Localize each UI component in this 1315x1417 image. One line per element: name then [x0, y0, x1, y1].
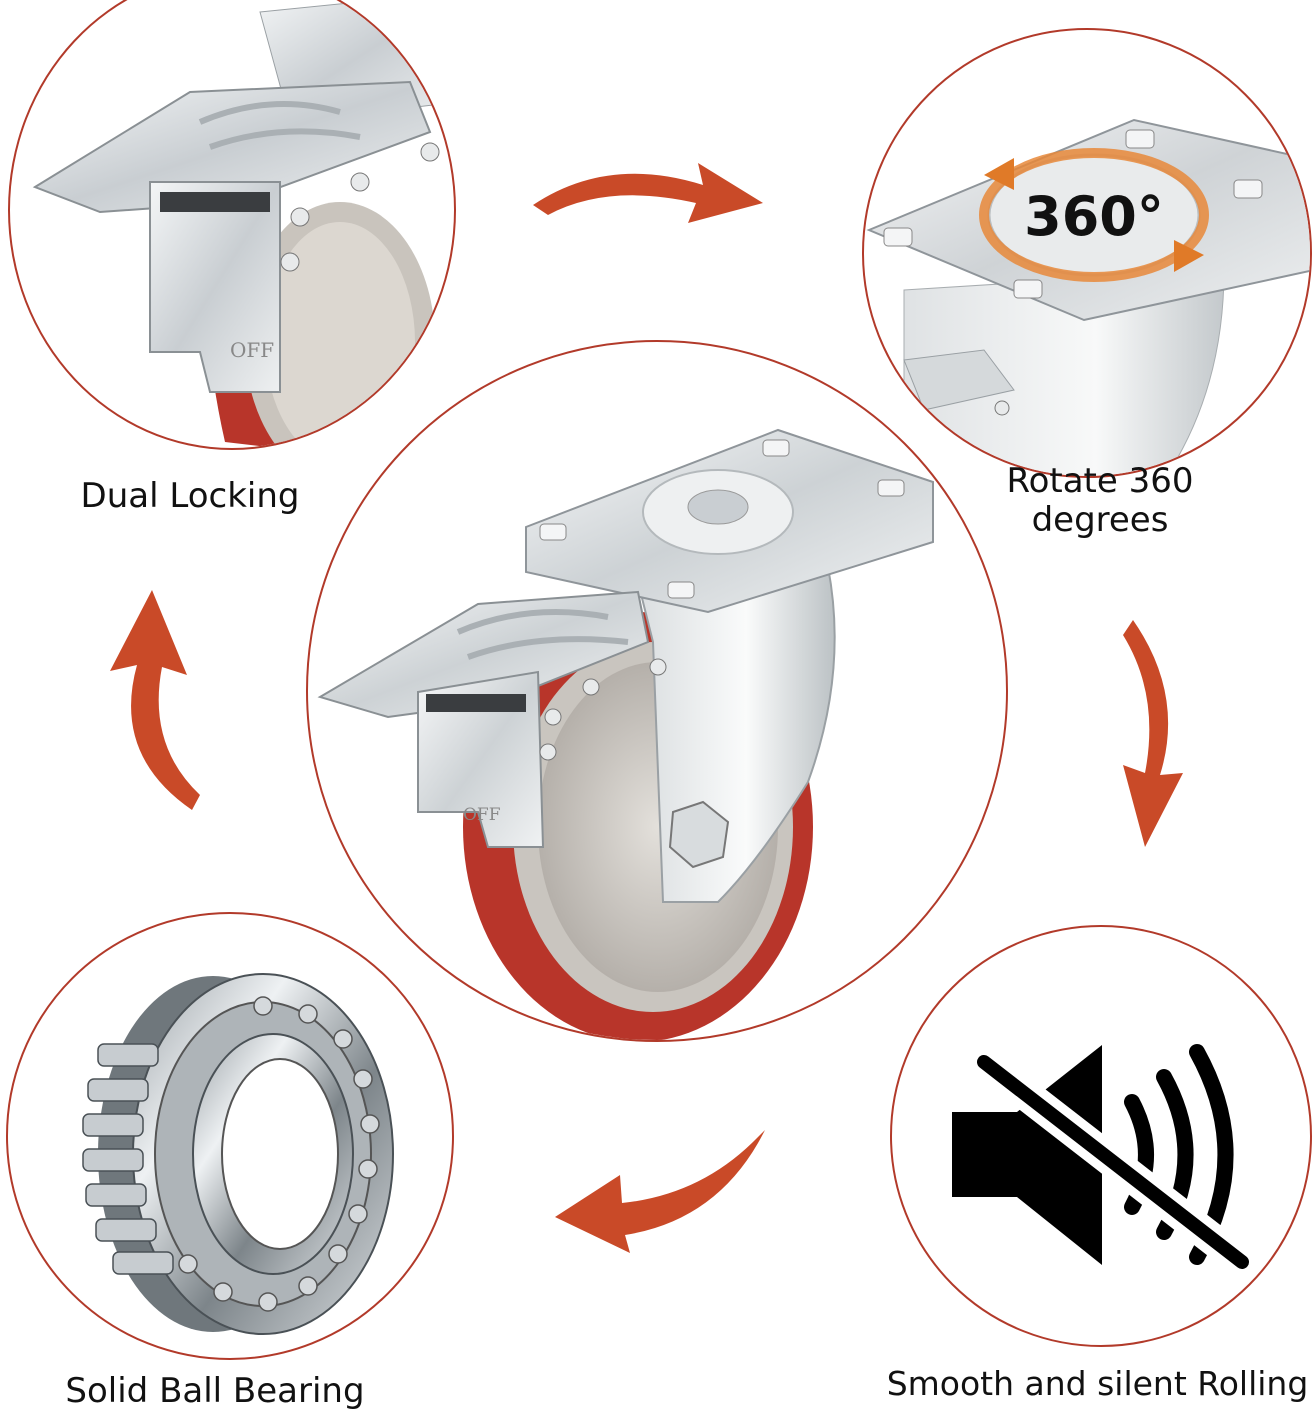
arrow-top-right-icon	[533, 163, 763, 223]
rotate-360-label-line2: degrees	[1031, 500, 1169, 541]
arrow-bottom-left-icon	[555, 1130, 765, 1253]
dual-locking-circle: OFF	[8, 0, 456, 450]
solid-ball-bearing-label: Solid Ball Bearing	[65, 1371, 365, 1411]
rotate-360-label: Rotate 360 degrees	[955, 461, 1245, 541]
silent-rolling-circle	[890, 925, 1312, 1347]
360-degree-badge: 360°	[1024, 185, 1164, 248]
off-stamp-text: OFF	[463, 805, 501, 825]
off-stamp-text: OFF	[230, 338, 274, 362]
rotate-360-label-line1: Rotate 360	[1006, 461, 1194, 501]
ball-bearing-circle	[6, 912, 454, 1360]
swivel-plate: 360°	[866, 118, 1310, 476]
smooth-silent-rolling-label: Smooth and silent Rolling	[886, 1364, 1309, 1403]
rotate-360-circle: 360°	[862, 28, 1312, 478]
caster-wheel: OFF	[317, 428, 934, 1040]
arrow-right-down-icon	[1123, 620, 1183, 847]
caster-main-circle: OFF	[306, 340, 1008, 1042]
muted-speaker-icon	[952, 1044, 1258, 1278]
arrow-left-up-icon	[110, 590, 200, 810]
ball-bearing	[82, 973, 394, 1335]
locking-caster-closeup: OFF	[32, 0, 454, 448]
dual-locking-label: Dual Locking	[80, 476, 300, 516]
